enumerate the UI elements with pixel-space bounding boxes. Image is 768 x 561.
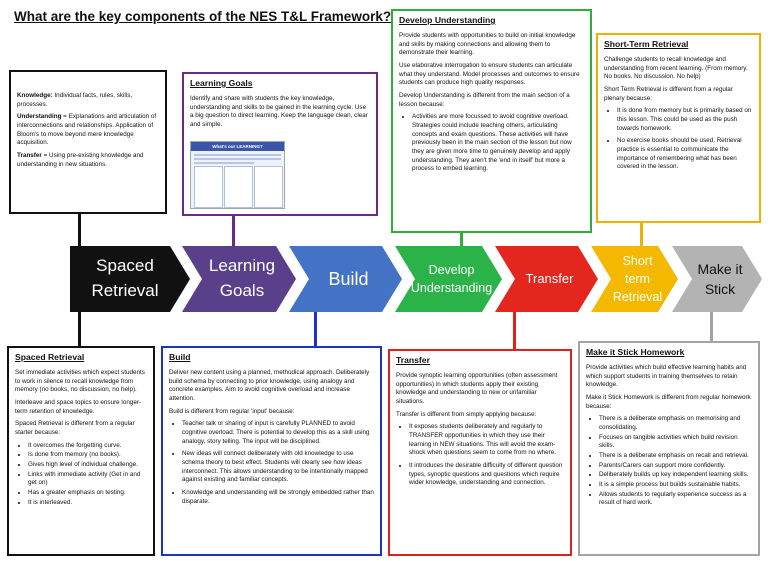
page-title: What are the key components of the NES T… [14,9,392,24]
build-bullet: Teacher talk or sharing of input is care… [182,420,374,446]
knowledge-text: Individual facts, rules, skills, process… [17,92,133,108]
build-box: Build Deliver new content using a planne… [161,346,382,556]
transfer-p1: Provide synoptic learning opportunities … [396,371,558,405]
transfer-bullet: It introduces the desirable difficulty o… [409,462,564,488]
develop-p3: Develop Understanding is different from … [399,91,570,108]
short-term-heading: Short-Term Retrieval [604,39,689,49]
stick-bullet: Parents/Carers can support more confiden… [599,462,752,471]
stick-heading: Make it Stick Homework [586,347,685,357]
spaced-bullet: Gives high level of individual challenge… [28,461,147,470]
spaced-retrieval-arrow-label: Spaced Retrieval [91,256,159,300]
short-term-p1: Challenge students to recall knowledge a… [604,55,748,81]
connector-transfer [513,310,516,350]
connector-knowledge [78,213,81,246]
spaced-bullet: Has a greater emphasis on testing. [28,489,147,498]
spaced-p2: Interleave and space topics to ensure lo… [15,398,142,415]
build-arrow-label: Build [328,268,369,289]
stick-p2: Make it Stick Homework is different from… [586,393,751,410]
develop-bullet: Activities are more focussed to avoid co… [412,113,584,174]
learning-goals-text: Identify and share with students the key… [190,94,368,128]
develop-heading: Develop Understanding [399,15,496,25]
spaced-bullet: Links with immediate activity (Get in an… [28,471,147,488]
short-term-p2: Short Term Retrieval is different from a… [604,85,733,102]
transfer-box: Transfer Provide synoptic learning oppor… [388,349,572,556]
learning-goals-heading: Learning Goals [190,78,253,88]
spaced-p1: Set immediate activities which expect st… [15,368,145,394]
make-it-stick-arrow [672,246,762,312]
stick-bullet: It is a simple process but builds sustai… [599,481,752,490]
short-term-retrieval-arrow [591,246,678,312]
spaced-bullet: It is interleaved. [28,499,147,508]
stick-p1: Provide activities which build effective… [586,363,747,389]
short-term-bullet: No exercise books should be used. Retrie… [617,137,753,172]
learning-goals-arrow [182,246,296,312]
spaced-p3: Spaced Retrieval is different from a reg… [15,420,135,436]
connector-learning-goals [232,215,235,246]
short-term-retrieval-arrow-label: Short term Retrieval [612,253,663,305]
stick-bullet: Allows students to regularly experience … [599,491,752,508]
build-bullet: Knowledge and understanding will be stro… [182,489,374,506]
stick-bullet: There is a deliberate emphasis on memori… [599,415,752,432]
spaced-retrieval-arrow [70,246,190,312]
spaced-bullet: Is done from memory (no books). [28,451,147,460]
build-arrow [289,246,402,312]
understanding-label: Understanding [17,113,62,121]
develop-p2: Use elaborative interrogation to ensure … [399,61,580,87]
stick-bullet: There is a deliberate emphasis on recall… [599,452,752,461]
learning-goals-example-image: What's our LEARNING? [190,141,285,209]
build-p1: Deliver new content using a planned, met… [169,368,370,402]
spaced-retrieval-box: Spaced Retrieval Set immediate activitie… [7,346,155,556]
transfer-text: = Using pre-existing knowledge and under… [17,152,144,168]
make-it-stick-box: Make it Stick Homework Provide activitie… [578,341,760,556]
learning-goals-arrow-label: Learning Goals [208,256,276,300]
spaced-heading: Spaced Retrieval [15,352,85,362]
example-image-title: What's our LEARNING? [191,142,284,151]
connector-develop [460,232,463,246]
short-term-bullet: It is done from memory but is primarily … [617,107,753,133]
transfer-label: Transfer [17,152,42,160]
build-heading: Build [169,352,191,362]
connector-short-term [640,222,643,246]
connector-spaced [78,310,81,347]
understanding-text: = Explanations and articulation of inter… [17,113,157,147]
build-p2: Build is different from regular 'input' … [169,407,295,415]
transfer-bullet: It exposes students deliberately and reg… [409,423,564,458]
knowledge-label: Knowledge: [17,92,53,99]
develop-p1: Provide students with opportunities to b… [399,31,576,57]
make-it-stick-arrow-label: Make it Stick [697,260,743,297]
definitions-box: Knowledge: Individual facts, rules, skil… [9,70,167,214]
transfer-p2: Transfer is different from simply applyi… [396,410,537,418]
short-term-retrieval-box: Short-Term Retrieval Challenge students … [596,33,761,223]
transfer-arrow-label: Transfer [525,270,574,286]
stick-bullet: Deliberately builds up key independent l… [599,471,752,480]
transfer-arrow [495,246,598,312]
develop-understanding-box: Develop Understanding Provide students w… [391,9,592,233]
transfer-heading: Transfer [396,355,430,365]
develop-understanding-arrow [395,246,502,312]
develop-understanding-arrow-label: Develop Understanding [410,262,493,295]
build-bullet: New ideas will connect deliberately with… [182,450,374,485]
spaced-bullet: It overcomes the forgetting curve. [28,442,147,451]
connector-stick [710,310,713,342]
connector-build [314,310,317,347]
stick-bullet: Focuses on tangible activities which bui… [599,434,752,451]
